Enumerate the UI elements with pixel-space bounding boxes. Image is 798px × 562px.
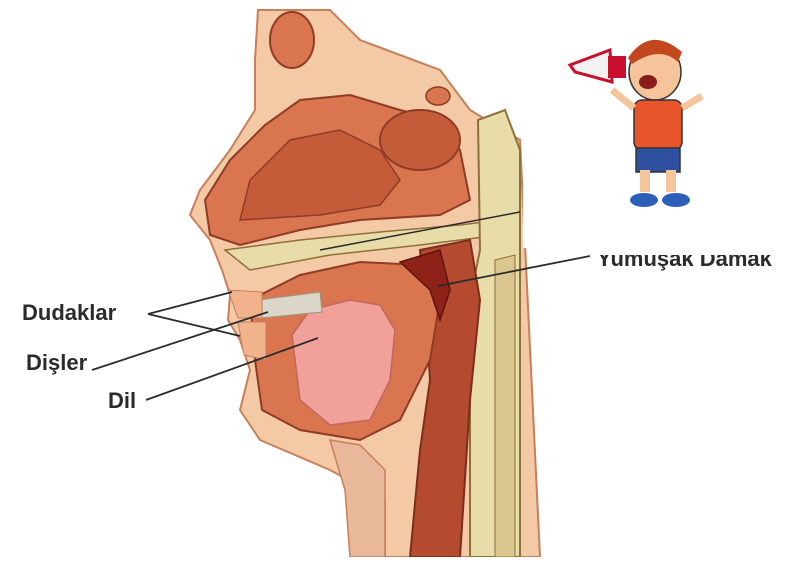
sinus-upper xyxy=(270,12,314,68)
spine-inner xyxy=(495,255,515,557)
label-lips: Dudaklar xyxy=(22,300,116,326)
label-teeth: Dişler xyxy=(26,350,87,376)
small-sinus xyxy=(426,87,450,105)
sinus xyxy=(380,110,460,170)
leader-line-lips-upper xyxy=(148,292,232,314)
label-tongue: Dil xyxy=(108,388,136,414)
lower-lip xyxy=(238,322,266,360)
